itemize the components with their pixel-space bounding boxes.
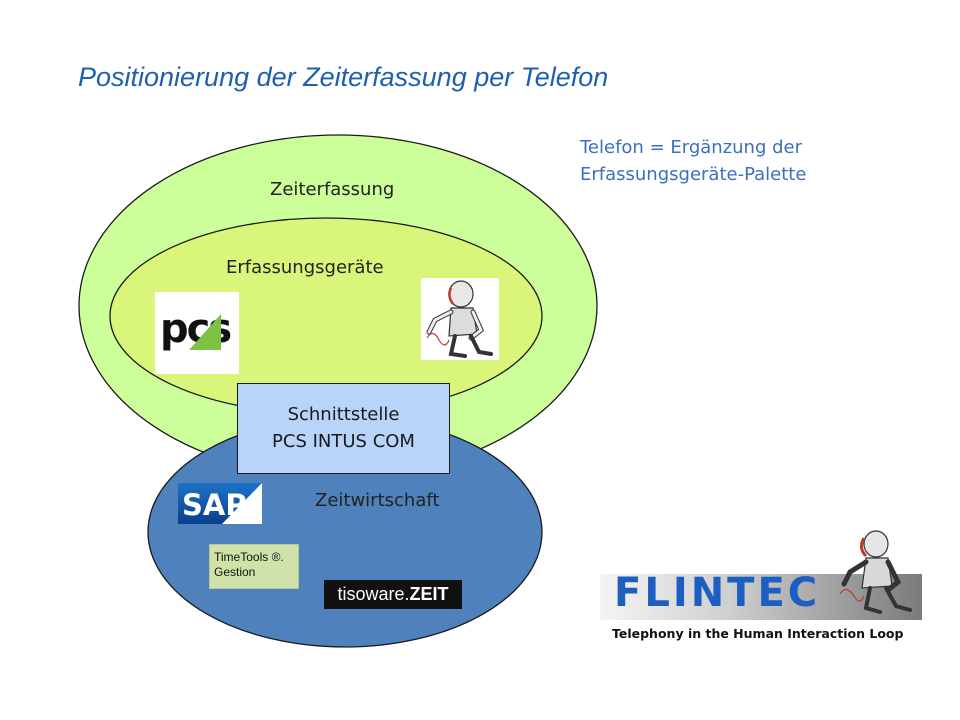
flintec-logo: FLINTEC Telephony in the Human Interacti… [600,528,926,648]
page-title: Positionierung der Zeiterfassung per Tel… [78,62,609,92]
pcs-logo: pcs [155,292,239,374]
interface-line-2: PCS INTUS COM [272,431,415,452]
sap-logo: SAP [178,483,262,524]
lower-ellipse-label: Zeitwirtschaft [315,490,440,511]
interface-box: Schnittstelle PCS INTUS COM [237,383,450,474]
flintec-robot-icon [839,530,912,614]
inner-ellipse-label: Erfassungsgeräte [226,257,384,278]
tisoware-part-2: ZEIT [409,584,449,604]
sap-logo-text: SAP [182,488,247,522]
note-text: Telefon = Ergänzung der Erfassungsgeräte… [580,134,806,188]
note-line-1: Telefon = Ergänzung der [580,137,803,158]
note-line-2: Erfassungsgeräte-Palette [580,164,807,185]
pcs-logo-triangle [189,314,221,350]
flintec-wordmark: FLINTEC [614,570,821,616]
timetools-logo: TimeTools ®. Gestion [209,544,299,589]
timetools-line-2: Gestion [214,565,256,579]
telephone-robot-icon [421,278,499,360]
tisoware-part-1: tisoware. [337,584,410,604]
flintec-tagline: Telephony in the Human Interaction Loop [612,626,904,641]
outer-ellipse-label: Zeiterfassung [270,179,395,200]
interface-line-1: Schnittstelle [287,404,400,425]
timetools-line-1: TimeTools ®. [214,550,284,564]
tisoware-logo: tisoware.ZEIT [324,580,462,609]
